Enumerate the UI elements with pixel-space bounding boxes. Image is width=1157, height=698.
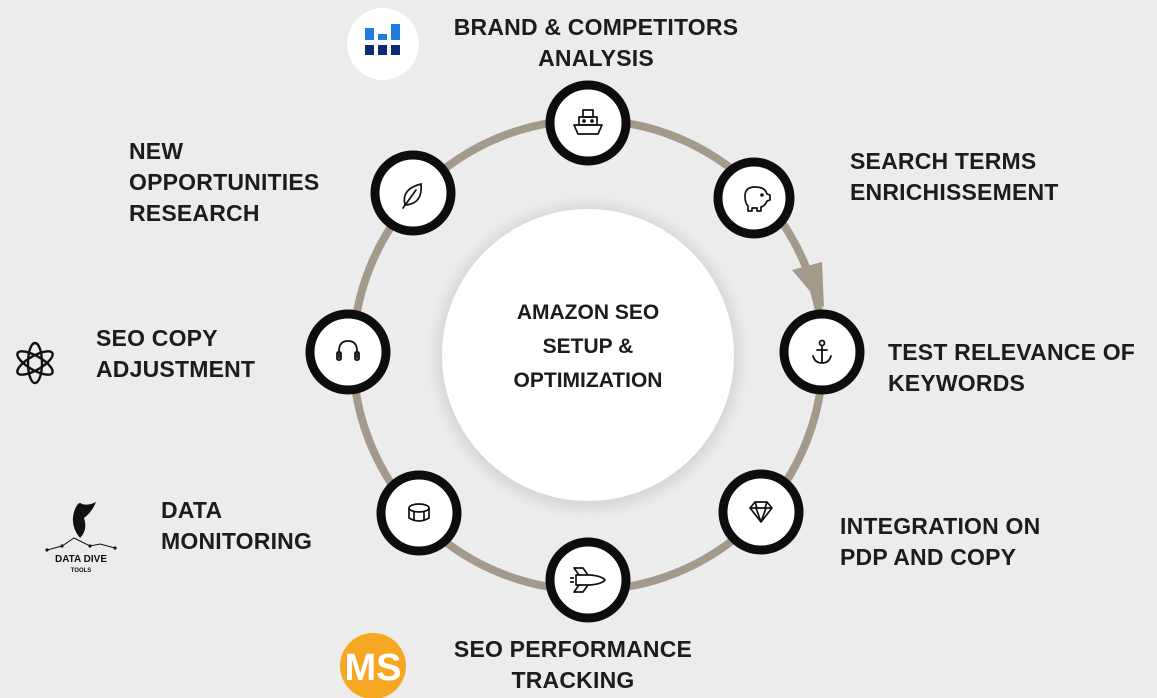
step-label-copy-adjustment: SEO COPY ADJUSTMENT	[96, 325, 256, 382]
center-hub	[442, 209, 734, 501]
headphones-icon	[336, 340, 360, 361]
node-copy-adjustment	[305, 309, 391, 395]
bar-chart-logo	[347, 8, 419, 80]
step-label-search-terms: SEARCH TERMS ENRICHISSEMENT	[850, 148, 1059, 205]
node-brand-analysis	[545, 80, 631, 166]
step-label-brand-analysis: BRAND & COMPETITORS ANALYSIS	[453, 14, 739, 71]
leaf-icon	[402, 182, 423, 209]
rocket-icon	[570, 567, 606, 593]
node-data-monitoring	[376, 470, 462, 556]
node-performance-tracking	[545, 537, 631, 623]
openai-logo	[16, 341, 54, 385]
step-label-test-relevance: TEST RELEVANCE OF KEYWORDS	[888, 339, 1136, 396]
anchor-icon	[812, 339, 832, 364]
node-integration	[718, 469, 804, 555]
step-label-performance-tracking: SEO PERFORMANCE TRACKING	[453, 636, 693, 693]
data-dive-logo-text: DATA DIVE TOOLS	[54, 554, 108, 575]
diamond-icon	[749, 501, 773, 523]
node-test-relevance	[779, 309, 865, 395]
step-label-data-monitoring: DATA MONITORING	[161, 497, 313, 554]
data-dive-logo	[45, 502, 117, 552]
svg-text:MS: MS	[345, 647, 402, 689]
step-label-new-opportunities: NEW OPPORTUNITIES RESEARCH	[129, 138, 320, 226]
cycle-arrow	[792, 262, 824, 308]
node-search-terms	[713, 157, 795, 239]
ms-logo: MS	[340, 633, 406, 698]
drum-icon	[408, 503, 430, 522]
step-label-integration: INTEGRATION ON PDP AND COPY	[840, 513, 1041, 570]
node-new-opportunities	[370, 150, 456, 236]
center-title: AMAZON SEO SETUP & OPTIMIZATION	[513, 301, 663, 392]
piggy-bank-icon	[744, 186, 771, 212]
ship-icon	[573, 109, 603, 135]
